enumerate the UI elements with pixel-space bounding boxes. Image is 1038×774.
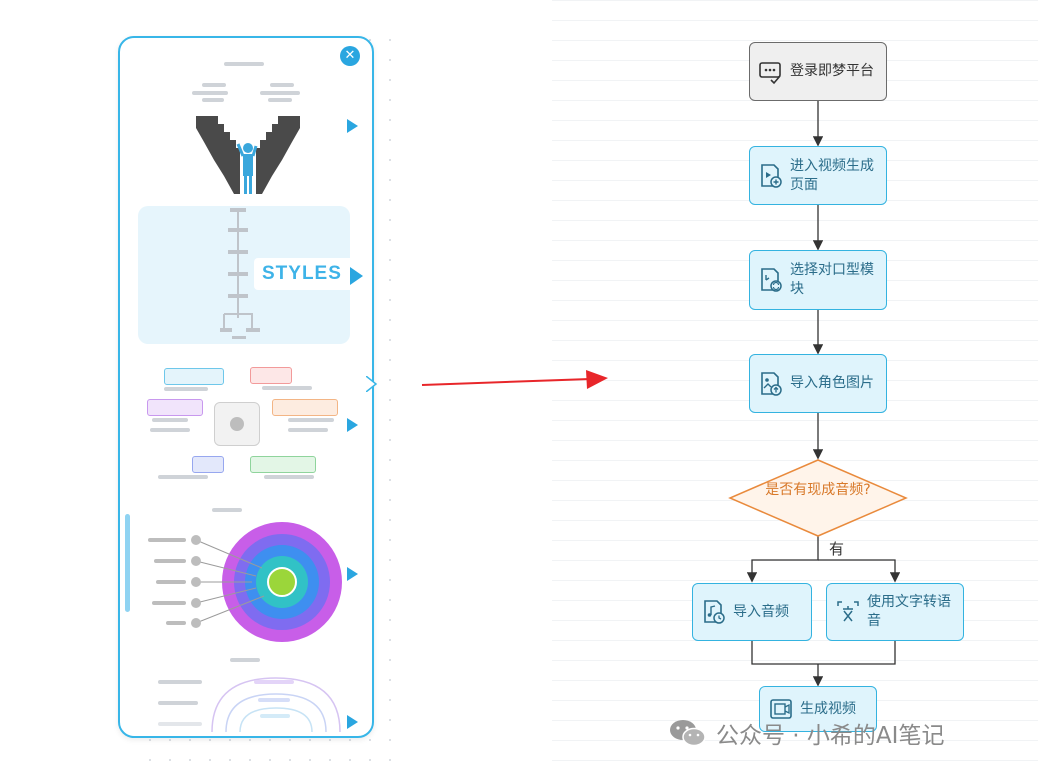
mindmap-node-icon [250,456,316,473]
node-login-label: 登录即梦平台 [790,63,874,79]
file-refresh-icon [761,268,782,292]
mindmap-node-icon [272,399,338,416]
node-import-audio-label: 导入音频 [733,603,789,620]
expand-arrow-icon[interactable] [350,267,363,285]
concentric-circles-thumbnail-icon [148,522,342,642]
node-login[interactable]: 登录即梦平台 [749,42,887,101]
placeholder-bar [202,98,224,102]
node-select-template[interactable]: 选择对口型模块 [749,250,887,310]
node-tts[interactable]: 使用文字转语音 [826,583,964,641]
placeholder-bar [212,508,242,512]
watermark-text: 公众号 · 小希的AI笔记 [716,723,945,749]
placeholder-bar [262,386,312,390]
placeholder-bar [268,98,292,102]
expand-arrow-icon[interactable] [347,418,358,432]
placeholder-bar [264,475,314,479]
panel-pointer [366,376,378,392]
placeholder-bar [230,658,260,662]
close-icon[interactable]: ✕ [340,46,360,66]
placeholder-bar [288,418,334,422]
placeholder-bar [288,428,328,432]
staircase-illustration-icon [196,116,300,194]
video-icon [770,699,792,719]
vertical-flow-thumbnail-icon [220,208,260,339]
placeholder-bar [152,418,188,422]
styles-label[interactable]: STYLES [254,258,358,290]
node-import-image-label: 导入角色图片 [790,375,874,391]
placeholder-bar [224,62,264,66]
mindmap-node-icon [147,399,203,416]
expand-arrow-icon[interactable] [347,715,358,729]
node-enter-video[interactable]: 进入视频生成页面 [749,146,887,205]
mindmap-node-icon [192,456,224,473]
expand-arrow-icon[interactable] [347,567,358,581]
decision-diamond [728,459,908,537]
placeholder-bar [270,83,294,87]
placeholder-bar [164,387,208,391]
node-select-template-label: 选择对口型模块 [790,262,874,297]
mindmap-node-icon [164,368,224,385]
placeholder-bar [202,83,226,87]
text-to-speech-icon [837,601,859,622]
mindmap-center-icon [214,402,260,446]
expand-arrow-icon[interactable] [347,119,358,133]
node-enter-video-label: 进入视频生成页面 [790,157,874,193]
edge-label-yes: 有 [829,540,845,558]
music-file-icon [704,600,725,624]
arc-thumbnail-icon [158,677,341,732]
node-import-image[interactable]: 导入角色图片 [749,354,887,413]
placeholder-bar [260,91,300,95]
placeholder-bar [150,428,190,432]
chat-check-icon [759,61,781,84]
video-add-icon [761,163,782,188]
mindmap-node-icon [250,367,292,384]
node-import-audio[interactable]: 导入音频 [692,583,812,641]
wechat-icon [670,720,706,747]
placeholder-bar [158,475,208,479]
placeholder-bar [192,91,228,95]
red-arrow-icon [421,370,608,389]
watermark: 公众号 · 小希的AI笔记 [668,716,944,750]
node-generate-label: 生成视频 [800,700,856,717]
node-tts-label: 使用文字转语音 [867,594,951,629]
decision-label[interactable]: 是否有现成音频? [765,482,871,498]
node-generate[interactable]: 生成视频 [759,686,877,732]
image-upload-icon [761,371,782,396]
panel-scrollbar[interactable] [125,514,130,612]
